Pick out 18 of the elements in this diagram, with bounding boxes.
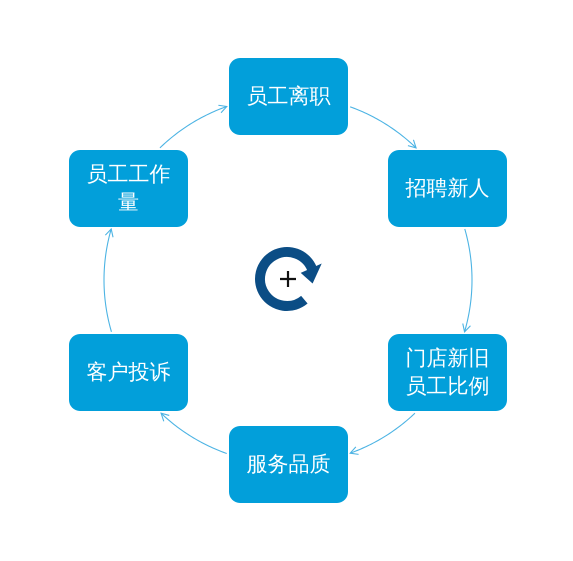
process-box [69, 150, 188, 227]
step-label: 服务品质 [246, 450, 330, 478]
step-label: 客户投诉 [86, 358, 170, 386]
curved-arrow [160, 412, 227, 454]
step-label: 员工离职 [246, 82, 330, 110]
process-box [388, 334, 507, 411]
step-label: 招聘新人 [406, 174, 490, 202]
process-box [229, 426, 348, 503]
curved-arrow [350, 412, 416, 455]
process-box [69, 334, 188, 411]
step-label: 门店新旧员工比例 [404, 345, 490, 400]
curved-arrow [103, 228, 114, 332]
process-box [388, 150, 507, 227]
curved-arrow [160, 104, 228, 148]
curved-arrow [462, 228, 473, 332]
step-label: 员工工作量 [86, 161, 172, 216]
process-box [229, 58, 348, 135]
curved-arrow [350, 106, 417, 148]
